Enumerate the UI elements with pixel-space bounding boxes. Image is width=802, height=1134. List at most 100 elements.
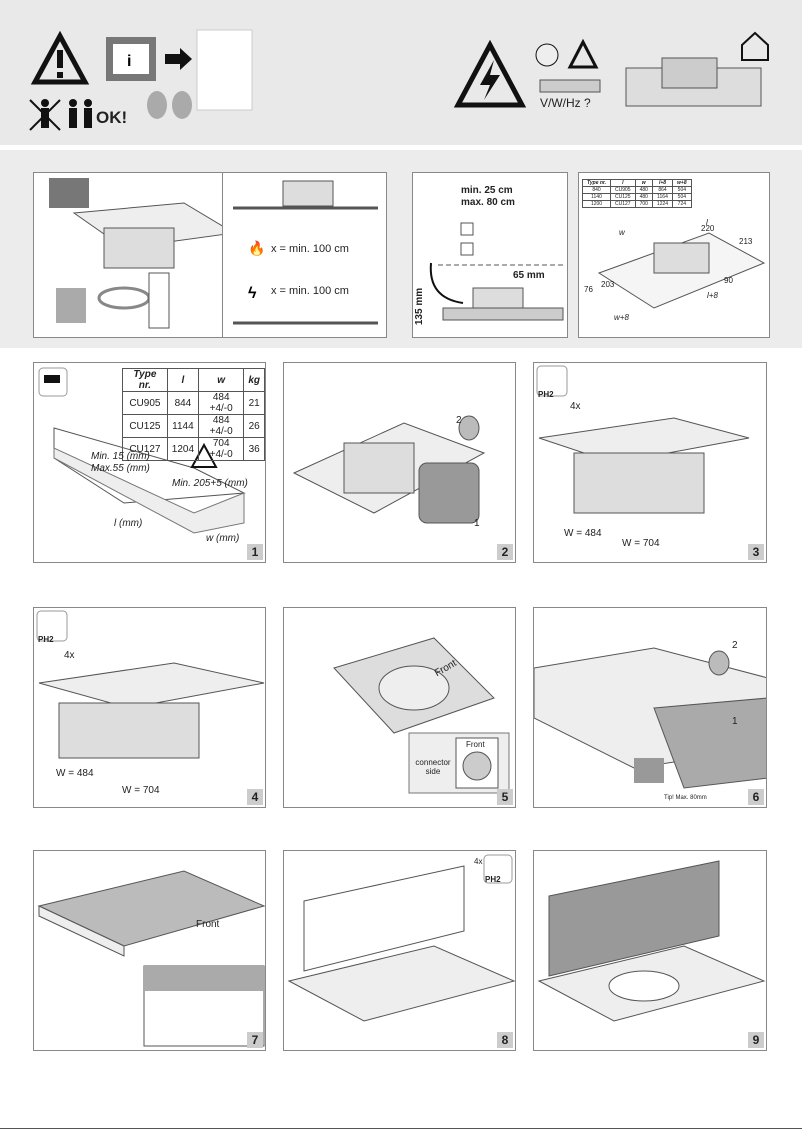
high-voltage-icon — [453, 39, 527, 108]
overview-socket: min. 25 cm max. 80 cm 65 mm 135 mm — [412, 172, 568, 338]
step-5: Front Front connector side 5 — [283, 607, 516, 808]
label: PH2 — [538, 390, 554, 399]
label: 7 — [247, 1032, 263, 1048]
step-number: 1 — [247, 544, 263, 560]
svg-text:i: i — [127, 53, 131, 70]
label: 203 — [601, 280, 615, 289]
label: w+8 — [614, 313, 629, 322]
label: 9 — [748, 1032, 764, 1048]
two-persons-icon — [69, 99, 92, 128]
box-icon — [49, 178, 89, 208]
label: Max.55 (mm) — [91, 463, 150, 474]
label: 704 +4/-0 — [198, 437, 245, 461]
screwdriver-icon — [483, 854, 513, 884]
label: 90 — [724, 276, 733, 285]
label: Front — [466, 740, 485, 749]
header-icons: i — [29, 29, 769, 131]
lightning-icon: ϟ — [248, 285, 257, 302]
label: 700 — [634, 200, 653, 208]
rating-plate-icon — [539, 79, 601, 93]
label: 724 — [672, 200, 692, 208]
label: 21 — [243, 391, 265, 415]
voltage-label: V/W/Hz ? — [540, 96, 591, 110]
label: 1144 — [166, 414, 200, 438]
label: W = 484 — [56, 768, 94, 779]
label: l — [706, 218, 708, 227]
label: l — [166, 368, 200, 392]
label: 844 — [166, 391, 200, 415]
label: 2 — [497, 544, 513, 560]
label: Tip! Max. 80mm — [664, 795, 707, 801]
overview-clearance: 🔥 ϟ x = min. 100 cm x = min. 100 cm — [222, 172, 387, 338]
label: 2 — [732, 640, 738, 651]
step-9: 9 — [533, 850, 767, 1051]
ok-label: OK! — [96, 108, 128, 127]
overview-contents — [33, 172, 250, 338]
clearance-electric: x = min. 100 cm — [271, 285, 349, 297]
label: 213 — [739, 237, 753, 246]
label: w — [619, 228, 625, 237]
label: w — [198, 368, 245, 392]
label: connector side — [415, 758, 451, 776]
step-7: Front 7 — [33, 850, 266, 1051]
label: 6 — [748, 789, 764, 805]
no-single-person-icon — [29, 99, 61, 131]
label: 26 — [243, 414, 265, 438]
gloves-icon — [147, 91, 192, 119]
label: Front — [196, 919, 220, 930]
arrow-icon — [165, 48, 192, 70]
label: Min. 15 (mm) — [91, 451, 150, 462]
remote-icon — [148, 272, 170, 329]
label: l (mm) — [114, 518, 143, 529]
ground-icon — [535, 43, 559, 67]
step-8: 4x PH2 8 — [283, 850, 516, 1051]
label: l+8 — [707, 291, 718, 300]
flame-icon: 🔥 — [248, 240, 265, 257]
label: 1 — [732, 716, 738, 727]
label: 1224 — [651, 200, 674, 208]
label: W = 704 — [122, 785, 160, 796]
label: CU125 — [122, 414, 168, 438]
label: PH2 — [38, 635, 54, 644]
label: Type nr. — [122, 368, 168, 392]
clearance-gas: x = min. 100 cm — [271, 243, 349, 255]
footer-line — [0, 1128, 802, 1129]
label: 36 — [243, 437, 265, 461]
label: 1204 — [166, 437, 200, 461]
offset: 65 mm — [513, 270, 545, 281]
label: W = 484 — [564, 528, 602, 539]
label: 4x — [474, 857, 483, 866]
socket-max: max. 80 cm — [461, 197, 515, 208]
step-6: 1 2 Tip! Max. 80mm 6 — [533, 607, 767, 808]
label: 76 — [584, 285, 593, 294]
label: 1 — [474, 518, 480, 529]
label: 8 — [497, 1032, 513, 1048]
screwdriver-icon — [536, 365, 568, 397]
small-warning-icon — [567, 38, 599, 69]
tape-icon — [708, 650, 730, 676]
label: 484 +4/-0 — [198, 414, 245, 438]
screwdriver-icon — [36, 610, 68, 642]
leaflet-icon — [196, 29, 253, 111]
label: 4 — [247, 789, 263, 805]
socket-min: min. 25 cm — [461, 185, 513, 196]
label: PH2 — [485, 875, 501, 884]
label: 5 — [497, 789, 513, 805]
step-4: PH2 4x W = 484 W = 704 4 — [33, 607, 266, 808]
label: W = 704 — [622, 538, 660, 549]
house-icon — [741, 31, 769, 61]
label: 3 — [748, 544, 764, 560]
label: kg — [243, 368, 265, 392]
label: CU905 — [122, 391, 168, 415]
label: Min. 205+5 (mm) — [172, 478, 248, 489]
label: w (mm) — [206, 533, 240, 544]
warning-icon — [30, 30, 90, 85]
label: 4x — [64, 650, 75, 661]
height: 135 mm — [414, 287, 426, 326]
label: 220 — [701, 224, 715, 233]
tape-icon — [458, 415, 480, 441]
